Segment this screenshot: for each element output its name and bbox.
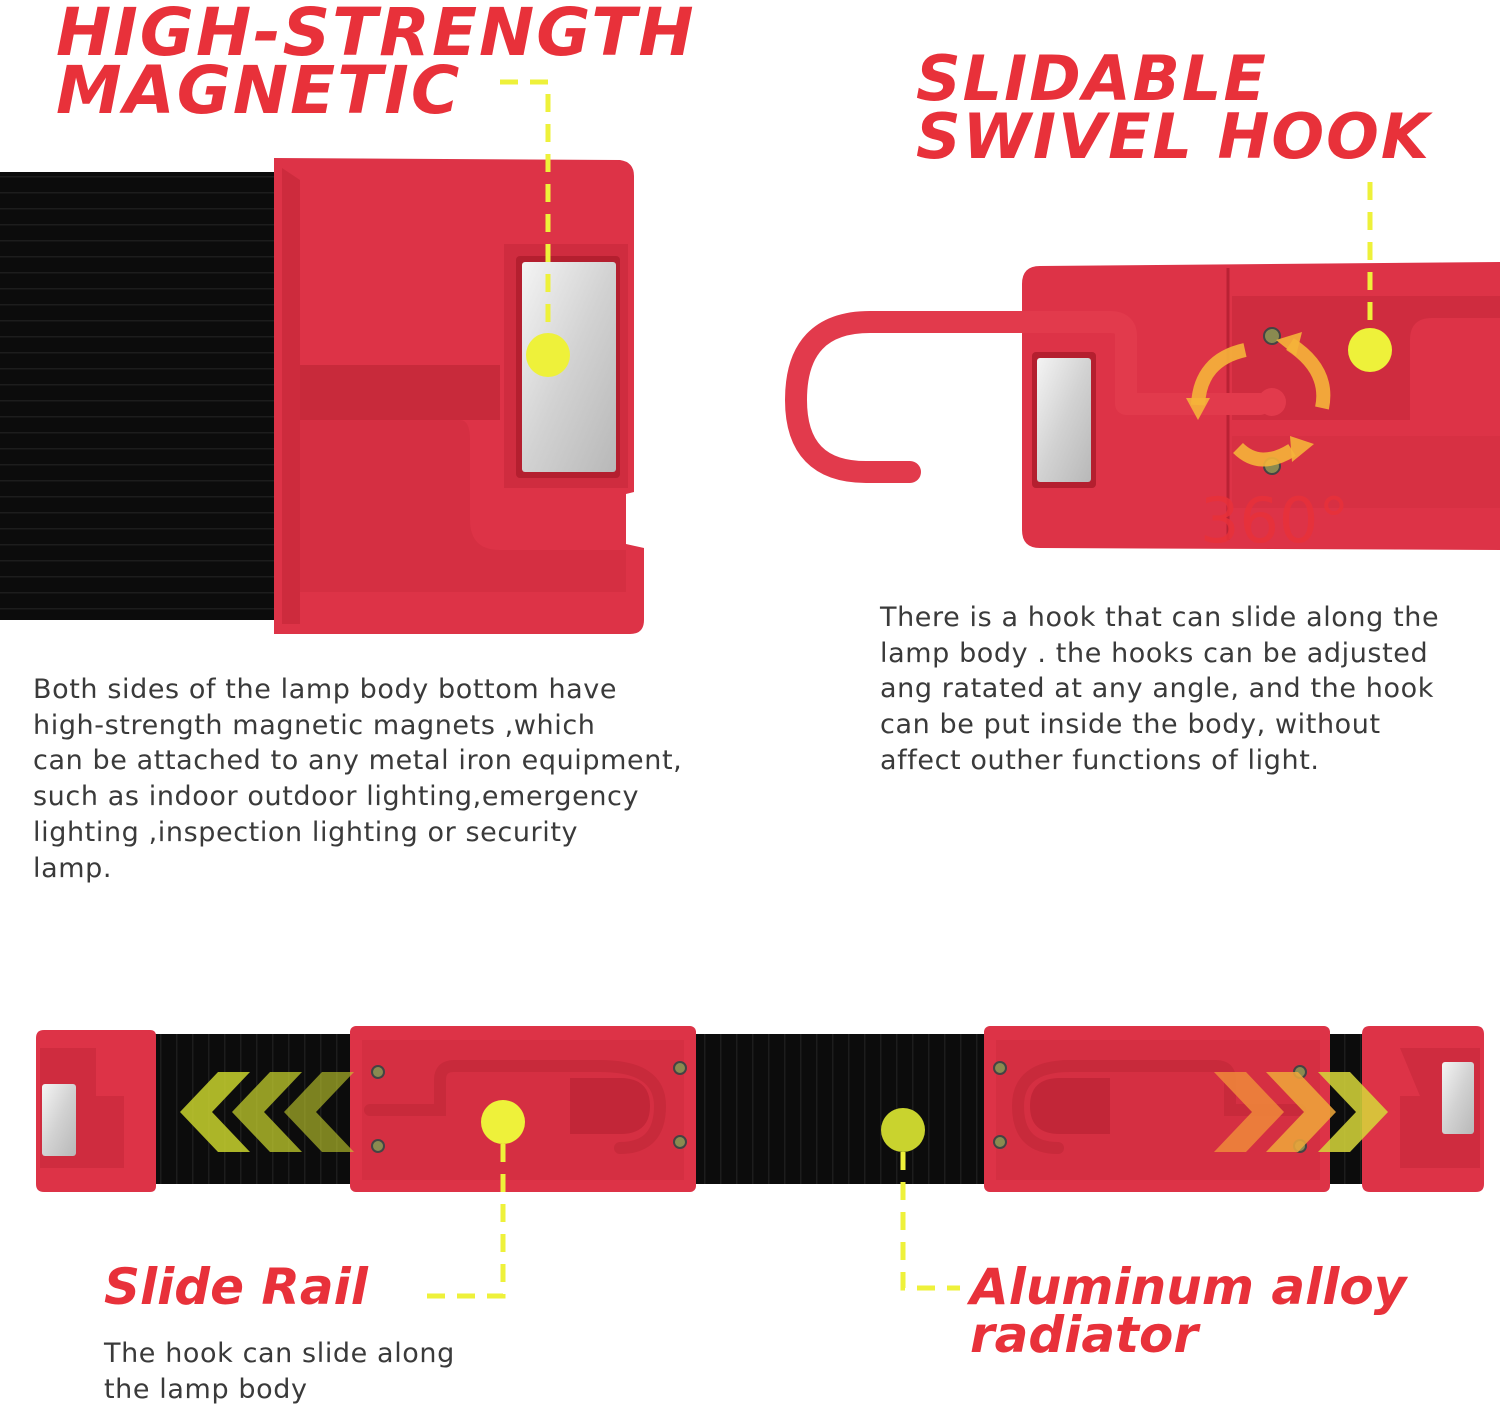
slide-rail-callout-line: [420, 1144, 506, 1299]
radiator-callout-line: [900, 1152, 960, 1291]
hook-description: There is a hook that can slide along the…: [880, 602, 1440, 776]
magnetic-title-line2: MAGNETIC: [56, 52, 462, 129]
hook-title-line2: SWIVEL HOOK: [916, 100, 1431, 173]
radiator-title-line2: radiator: [970, 1306, 1198, 1364]
hook-title-line1: SLIDABLE: [916, 42, 1268, 115]
swivel-hook-illustration: 360°: [785, 182, 1500, 557]
rotate-arrow-icon: [1191, 343, 1247, 406]
right-magnet: [1442, 1062, 1474, 1134]
hook-magnet: [1037, 358, 1091, 482]
radiator-title-line1: Aluminum alloy: [970, 1258, 1407, 1316]
magnetic-title-line1: HIGH-STRENGTH: [56, 0, 696, 71]
magnetic-callout-line: [500, 79, 551, 350]
slide-rail-title: Slide Rail: [104, 1258, 368, 1316]
slide-rail-callout-dot: [481, 1100, 525, 1144]
full-lamp-illustration: [36, 1026, 1484, 1299]
hook-callout-dot: [1348, 328, 1392, 372]
swivel-hook: [785, 311, 1271, 483]
magnetic-description: Both sides of the lamp body bottom have …: [33, 674, 683, 884]
radiator-callout-dot: [881, 1108, 925, 1152]
left-magnet: [42, 1084, 76, 1156]
magnetic-end-cap-illustration: [0, 79, 644, 634]
aluminum-body-top: [0, 172, 290, 620]
slide-right-arrows-icon: [1214, 1072, 1388, 1152]
magnetic-callout-dot: [526, 333, 570, 377]
slide-left-arrows-icon: [180, 1072, 354, 1152]
rotation-label: 360°: [1200, 484, 1349, 557]
slide-rail-description: The hook can slide along the lamp body: [104, 1338, 455, 1405]
